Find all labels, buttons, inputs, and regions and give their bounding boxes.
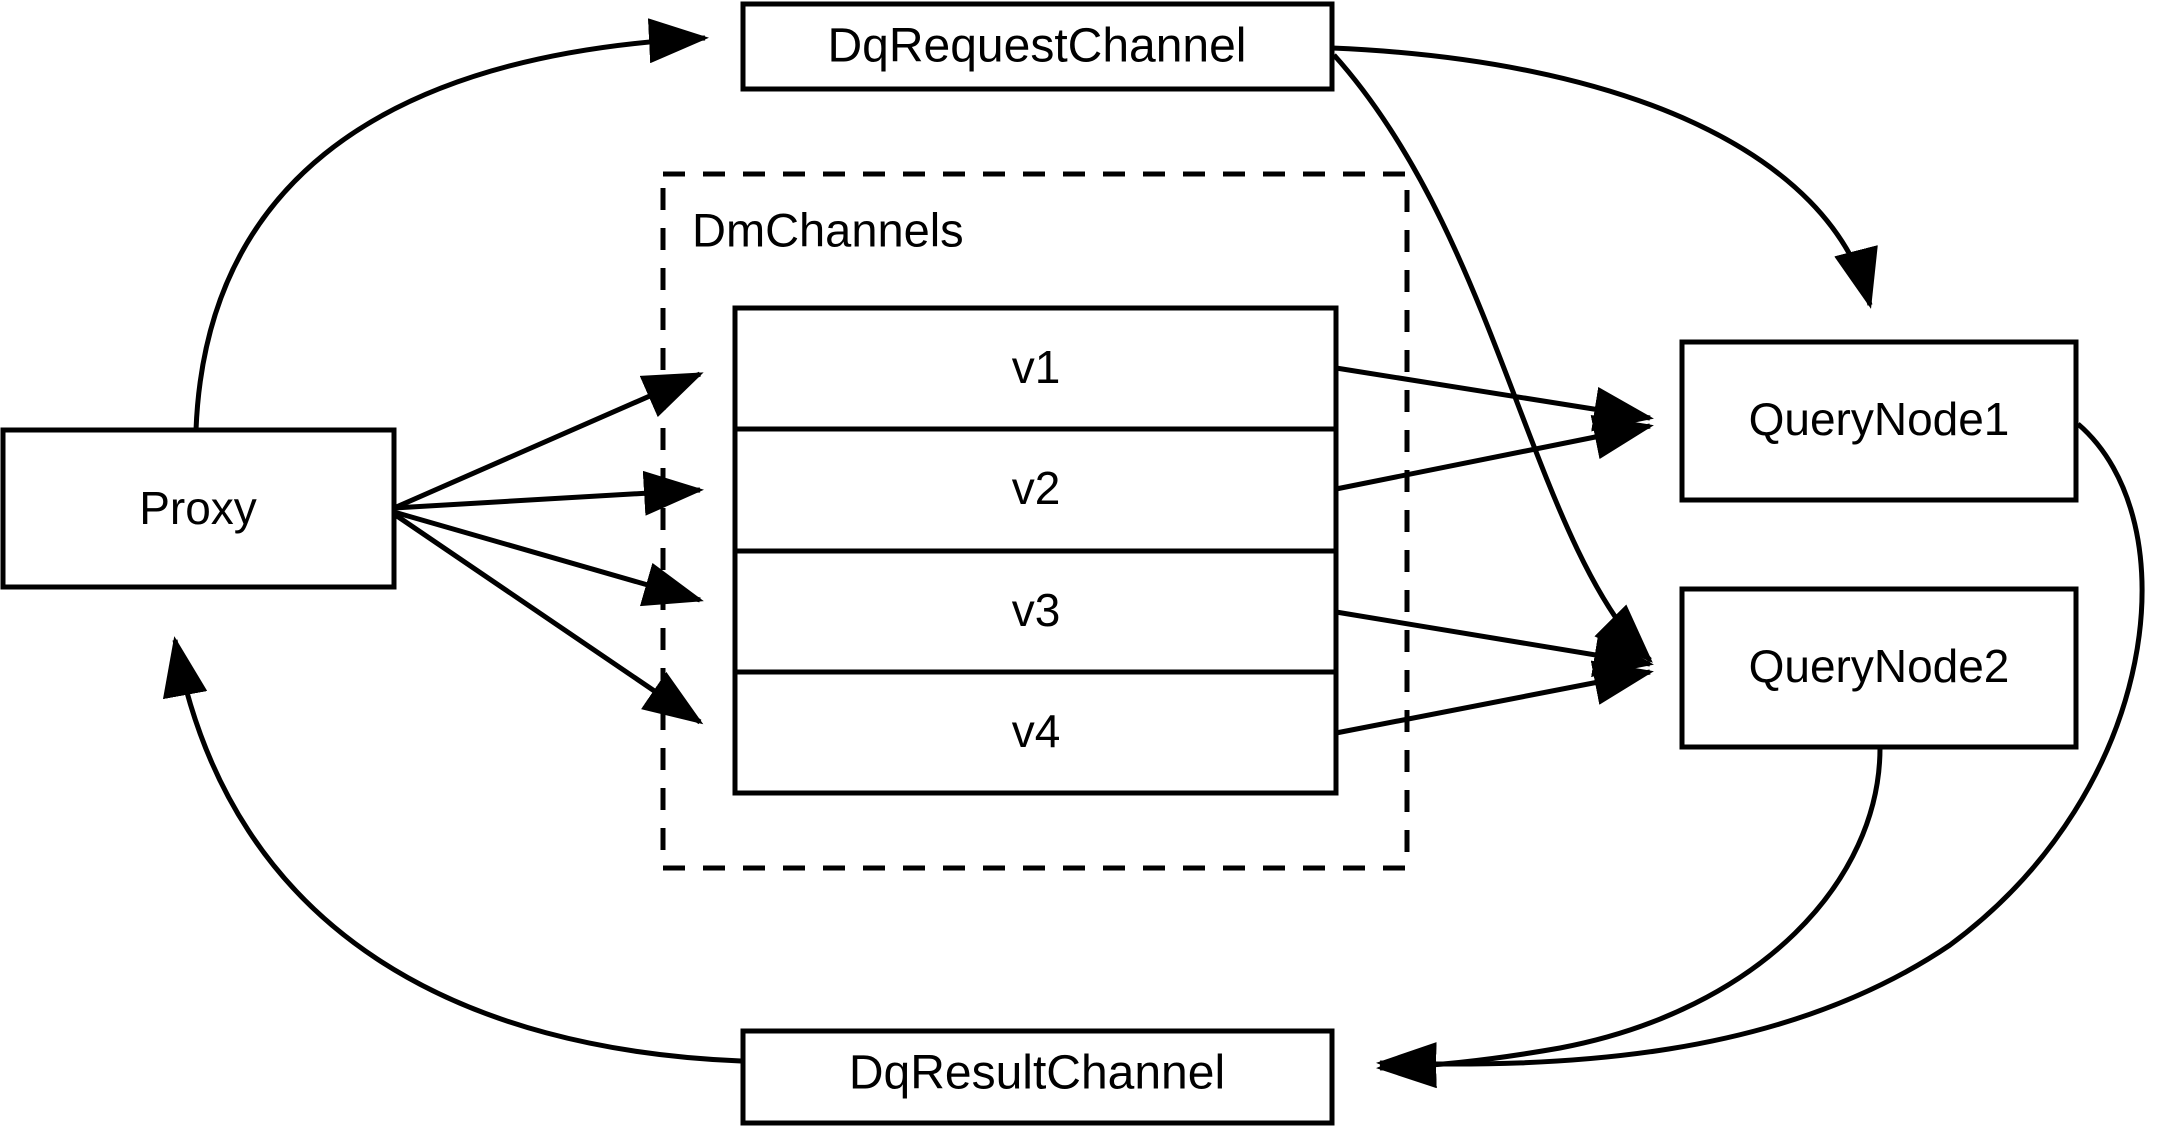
node-query-node-2[interactable]: QueryNode2 bbox=[1679, 586, 2079, 750]
edge-v1-to-querynode1 bbox=[1335, 365, 1654, 432]
edge-proxy-to-v2 bbox=[393, 470, 704, 516]
dq-result-channel-box[interactable] bbox=[740, 1028, 1335, 1126]
vchannel-item-v2[interactable]: v2 bbox=[1012, 462, 1061, 514]
proxy-box[interactable] bbox=[0, 427, 397, 590]
vchannel-stack: v1 v2 v3 v4 bbox=[732, 305, 1339, 796]
vchannel-item-v4[interactable]: v4 bbox=[1012, 705, 1061, 757]
query-node-2-label: QueryNode2 bbox=[1749, 640, 2010, 692]
query-node-2-box[interactable] bbox=[1679, 586, 2079, 750]
edge-querynode2-to-dqresultchannel bbox=[1376, 747, 1883, 1089]
dq-request-channel-label: DqRequestChannel bbox=[828, 20, 1247, 73]
dq-result-channel-label: DqResultChannel bbox=[849, 1047, 1225, 1100]
edge-v2-to-querynode1 bbox=[1335, 414, 1654, 492]
edge-v4-to-querynode2 bbox=[1335, 660, 1654, 736]
edge-dqresultchannel-to-proxy bbox=[163, 636, 742, 1064]
edge-v3-to-querynode2 bbox=[1335, 609, 1654, 678]
edge-proxy-to-dqrequestchannel bbox=[193, 18, 709, 431]
dmchannels-group-label: DmChannels bbox=[692, 203, 964, 256]
query-node-1-box[interactable] bbox=[1679, 339, 2079, 503]
node-query-node-1[interactable]: QueryNode1 bbox=[1679, 339, 2079, 503]
node-dq-result-channel[interactable]: DqResultChannel bbox=[740, 1028, 1335, 1126]
dq-request-channel-box[interactable] bbox=[740, 1, 1335, 92]
node-proxy[interactable]: Proxy bbox=[0, 427, 397, 590]
query-node-1-label: QueryNode1 bbox=[1749, 393, 2010, 445]
edge-dqrequestchannel-to-querynode2 bbox=[1332, 53, 1653, 663]
node-dq-request-channel[interactable]: DqRequestChannel bbox=[740, 1, 1335, 92]
vchannel-item-v1[interactable]: v1 bbox=[1012, 341, 1061, 393]
edge-proxy-to-v3 bbox=[393, 509, 704, 607]
edge-dqrequestchannel-to-querynode1 bbox=[1331, 45, 1878, 309]
dmchannels-group-box bbox=[660, 171, 1410, 871]
proxy-label: Proxy bbox=[139, 482, 257, 534]
edge-proxy-to-v1 bbox=[392, 371, 704, 511]
edge-querynode1-to-dqresultchannel bbox=[1376, 422, 2145, 1088]
vchannel-item-v3[interactable]: v3 bbox=[1012, 584, 1061, 636]
edge-proxy-to-v4 bbox=[392, 511, 704, 725]
